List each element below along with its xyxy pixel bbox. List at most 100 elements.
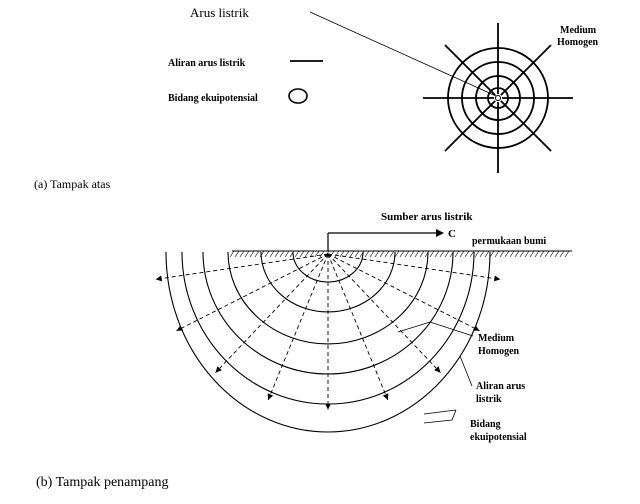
- top-spoke-4: [444, 100, 496, 152]
- hatch-mark: [379, 250, 385, 258]
- permukaan-bumi-label: permukaan bumi: [472, 236, 546, 247]
- current-rays-group: [155, 253, 501, 410]
- hatch-mark: [299, 250, 305, 258]
- hatch-mark: [559, 250, 565, 258]
- hatch-mark: [509, 250, 515, 258]
- hatch-mark: [454, 250, 460, 258]
- medium-label-cs-2: Homogen: [478, 346, 520, 357]
- hatch-mark: [349, 250, 355, 258]
- hatch-mark: [504, 250, 510, 258]
- medium-label-top-2: Homogen: [557, 37, 599, 48]
- hatch-mark: [529, 250, 535, 258]
- hatch-mark: [499, 250, 505, 258]
- caption-top-view: (a) Tampak atas: [34, 177, 111, 191]
- bidang-pointer-1: [423, 409, 457, 415]
- legend-aliran-label: Aliran arus listrik: [168, 58, 246, 69]
- cross-section-view: Sumber arus listrik C permukaan bumi Med…: [36, 211, 572, 490]
- arus-listrik-label: Arus listrik: [190, 5, 249, 20]
- hatch-mark: [469, 250, 475, 258]
- bidang-label-cs-1: Bidang: [470, 419, 501, 430]
- bidang-pointer-2: [423, 409, 457, 424]
- current-ray-arrowhead-5: [325, 403, 331, 410]
- hatch-mark: [384, 250, 390, 258]
- hatch-mark: [389, 250, 395, 258]
- current-ray-arrowhead-1: [493, 275, 501, 282]
- current-ray-arrowhead-6: [267, 393, 274, 401]
- current-ray-1: [327, 253, 501, 280]
- top-spoke-6: [444, 44, 496, 96]
- current-ray-8: [176, 253, 329, 332]
- hatch-mark: [284, 250, 290, 258]
- hatch-mark: [424, 250, 430, 258]
- hatch-mark: [434, 250, 440, 258]
- hatch-mark: [249, 250, 255, 258]
- current-ray-4: [327, 253, 389, 401]
- hatch-mark: [329, 250, 335, 258]
- hatch-mark: [244, 250, 250, 258]
- medium-label-top-1: Medium: [560, 25, 597, 36]
- hatch-mark: [374, 250, 380, 258]
- hatch-mark: [459, 250, 465, 258]
- current-ray-7: [215, 253, 329, 373]
- source-arrowhead: [436, 229, 444, 237]
- medium-pointer: [397, 321, 474, 337]
- aliran-label-cs-2: listrik: [476, 394, 502, 405]
- hatch-mark: [554, 250, 560, 258]
- current-ray-arrowhead-2: [472, 325, 480, 331]
- hatch-mark: [479, 250, 485, 258]
- hatch-mark: [279, 250, 285, 258]
- sumber-arus-label: Sumber arus listrik: [381, 211, 473, 223]
- hatch-mark: [544, 250, 550, 258]
- c-label: C: [448, 228, 456, 240]
- hatch-mark: [444, 250, 450, 258]
- hatch-mark: [514, 250, 520, 258]
- current-ray-arrowhead-9: [155, 275, 163, 282]
- hatch-mark: [494, 250, 500, 258]
- top-view: Arus listrik Aliran arus listrik Bidang …: [34, 5, 599, 191]
- hatch-mark: [364, 250, 370, 258]
- arus-listrik-leader: [309, 11, 497, 97]
- hatch-mark: [404, 250, 410, 258]
- current-ray-3: [327, 253, 441, 373]
- aliran-label-cs-1: Aliran arus: [476, 381, 525, 392]
- hatch-mark: [354, 250, 360, 258]
- hatch-mark: [534, 250, 540, 258]
- hatch-mark: [264, 250, 270, 258]
- hatch-mark: [274, 250, 280, 258]
- hatch-mark: [564, 250, 570, 258]
- medium-label-cs-1: Medium: [478, 333, 515, 344]
- hatch-mark: [489, 250, 495, 258]
- hatch-mark: [234, 250, 240, 258]
- hatch-mark: [334, 250, 340, 258]
- aliran-pointer: [459, 355, 473, 387]
- hatch-mark: [409, 250, 415, 258]
- ground-hatching: [229, 250, 570, 258]
- current-ray-9: [155, 253, 329, 280]
- hatch-mark: [539, 250, 545, 258]
- bidang-label-cs-2: ekuipotensial: [470, 432, 527, 443]
- hatch-mark: [414, 250, 420, 258]
- hatch-mark: [524, 250, 530, 258]
- hatch-mark: [294, 250, 300, 258]
- hatch-mark: [254, 250, 260, 258]
- hatch-mark: [474, 250, 480, 258]
- hatch-mark: [439, 250, 445, 258]
- hatch-mark: [369, 250, 375, 258]
- hatch-mark: [419, 250, 425, 258]
- hatch-mark: [394, 250, 400, 258]
- hatch-mark: [344, 250, 350, 258]
- hatch-mark: [304, 250, 310, 258]
- current-ray-arrowhead-8: [176, 325, 184, 331]
- top-spoke-8: [500, 44, 552, 96]
- top-spoke-2: [500, 100, 552, 152]
- current-ray-arrowhead-3: [434, 366, 441, 373]
- hatch-mark: [484, 250, 490, 258]
- hatch-mark: [309, 250, 315, 258]
- hatch-mark: [549, 250, 555, 258]
- hatch-mark: [319, 250, 325, 258]
- hatch-mark: [429, 250, 435, 258]
- current-ray-arrowhead-4: [382, 393, 389, 401]
- top-center-dot: [495, 95, 501, 101]
- current-ray-arrowhead-7: [215, 366, 222, 373]
